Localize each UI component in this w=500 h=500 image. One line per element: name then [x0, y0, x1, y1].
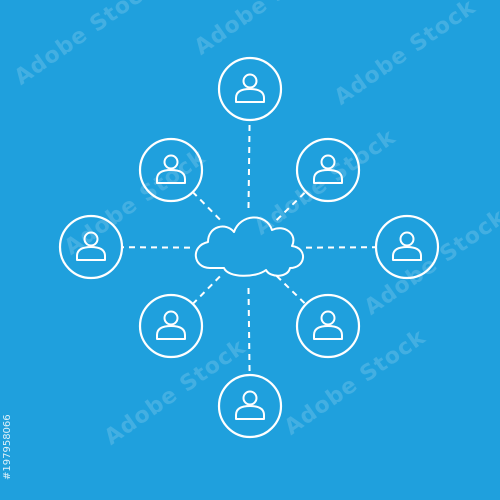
user-node: [138, 293, 204, 359]
user-icon: [313, 310, 343, 340]
user-node: [58, 214, 124, 280]
connector-line: [247, 120, 251, 209]
user-node-circle: [217, 373, 283, 439]
user-node-circle: [374, 214, 440, 280]
user-icon: [235, 390, 265, 420]
connector-line: [247, 287, 251, 375]
connector-line: [192, 192, 221, 221]
user-node: [374, 214, 440, 280]
user-icon: [156, 154, 186, 184]
connector-line: [275, 275, 306, 305]
user-node-circle: [138, 137, 204, 203]
user-node: [138, 137, 204, 203]
connector-line: [275, 191, 306, 221]
cloud-icon: [194, 216, 304, 277]
user-icon: [76, 231, 106, 261]
user-node: [295, 293, 361, 359]
user-node-circle: [295, 293, 361, 359]
user-icon: [235, 73, 265, 103]
user-icon: [313, 154, 343, 184]
user-node-circle: [138, 293, 204, 359]
image-code: #197958066: [2, 414, 13, 480]
user-node-circle: [58, 214, 124, 280]
user-node: [217, 56, 283, 122]
user-icon: [156, 310, 186, 340]
user-node-circle: [217, 56, 283, 122]
user-icon: [392, 231, 422, 261]
user-node-circle: [295, 137, 361, 203]
connector-line: [192, 275, 221, 304]
user-node: [217, 373, 283, 439]
user-node: [295, 137, 361, 203]
